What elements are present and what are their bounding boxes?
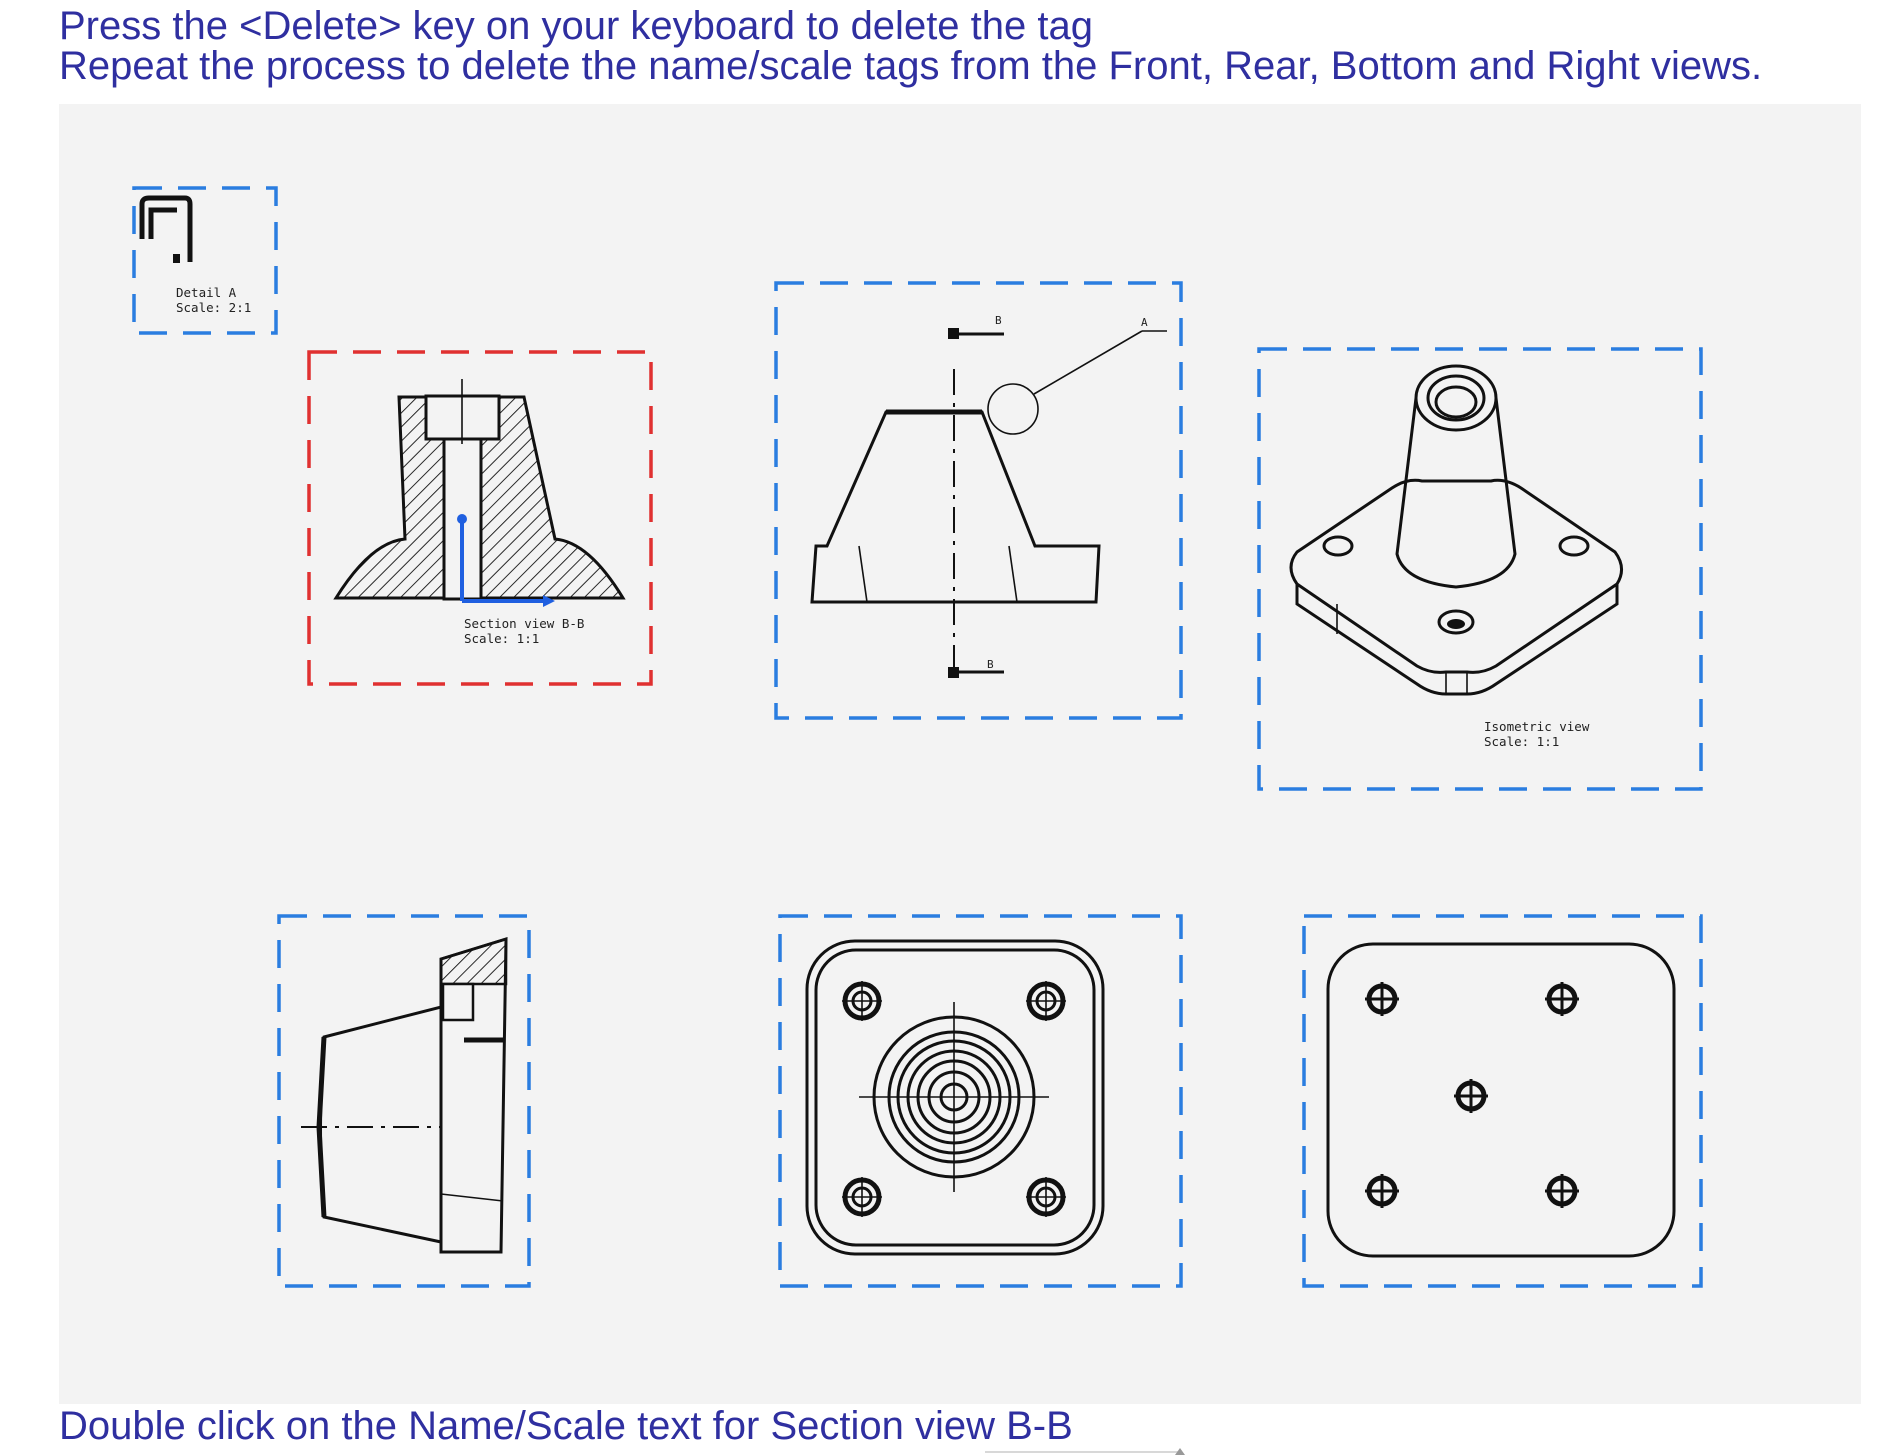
- instruction-line-1: Press the <Delete> key on your keyboard …: [59, 4, 1093, 48]
- detail-view-name[interactable]: Detail A: [176, 285, 237, 300]
- right-view-geometry: [319, 1005, 443, 1244]
- isometric-view[interactable]: Isometric view Scale: 1:1: [1257, 347, 1703, 791]
- isometric-view-scale[interactable]: Scale: 1:1: [1484, 734, 1559, 749]
- bottom-holes: [1365, 982, 1579, 1208]
- top-view-geometry: [805, 939, 1105, 1256]
- mounting-holes: [842, 981, 1066, 1217]
- detail-callout-circle: [987, 383, 1039, 435]
- top-view-frame[interactable]: [778, 914, 1183, 1288]
- detail-view-frame[interactable]: [132, 186, 278, 335]
- right-view[interactable]: [277, 914, 531, 1288]
- bottom-view[interactable]: [1302, 914, 1703, 1288]
- section-view-scale[interactable]: Scale: 1:1: [464, 631, 539, 646]
- svg-text:B: B: [995, 314, 1002, 327]
- section-view-frame[interactable]: [307, 350, 653, 686]
- drawing-sheet[interactable]: Detail A Scale: 2:1 Section view B-B Sca…: [59, 104, 1861, 1404]
- instruction-line-3: Double click on the Name/Scale text for …: [59, 1404, 1073, 1448]
- section-view-name[interactable]: Section view B-B: [464, 616, 584, 631]
- front-view-frame[interactable]: [774, 281, 1183, 720]
- isometric-view-frame[interactable]: [1257, 347, 1703, 791]
- instruction-line-2: Repeat the process to delete the name/sc…: [59, 44, 1763, 88]
- svg-text:A: A: [1141, 316, 1148, 329]
- detail-view-scale[interactable]: Scale: 2:1: [176, 300, 251, 315]
- isometric-view-geometry: [1289, 478, 1623, 674]
- detail-view[interactable]: Detail A Scale: 2:1: [132, 186, 278, 335]
- detail-view-geometry: [139, 195, 193, 262]
- next-step-highlight: [985, 1448, 1185, 1455]
- bottom-view-geometry: [1326, 942, 1676, 1258]
- section-view[interactable]: Section view B-B Scale: 1:1: [307, 350, 653, 686]
- top-view[interactable]: [778, 914, 1183, 1288]
- svg-text:B: B: [987, 658, 994, 671]
- front-view-geometry: [810, 410, 1101, 604]
- isometric-view-name[interactable]: Isometric view: [1484, 719, 1590, 734]
- bottom-view-frame[interactable]: [1302, 914, 1703, 1288]
- front-view[interactable]: B B A: [774, 281, 1183, 720]
